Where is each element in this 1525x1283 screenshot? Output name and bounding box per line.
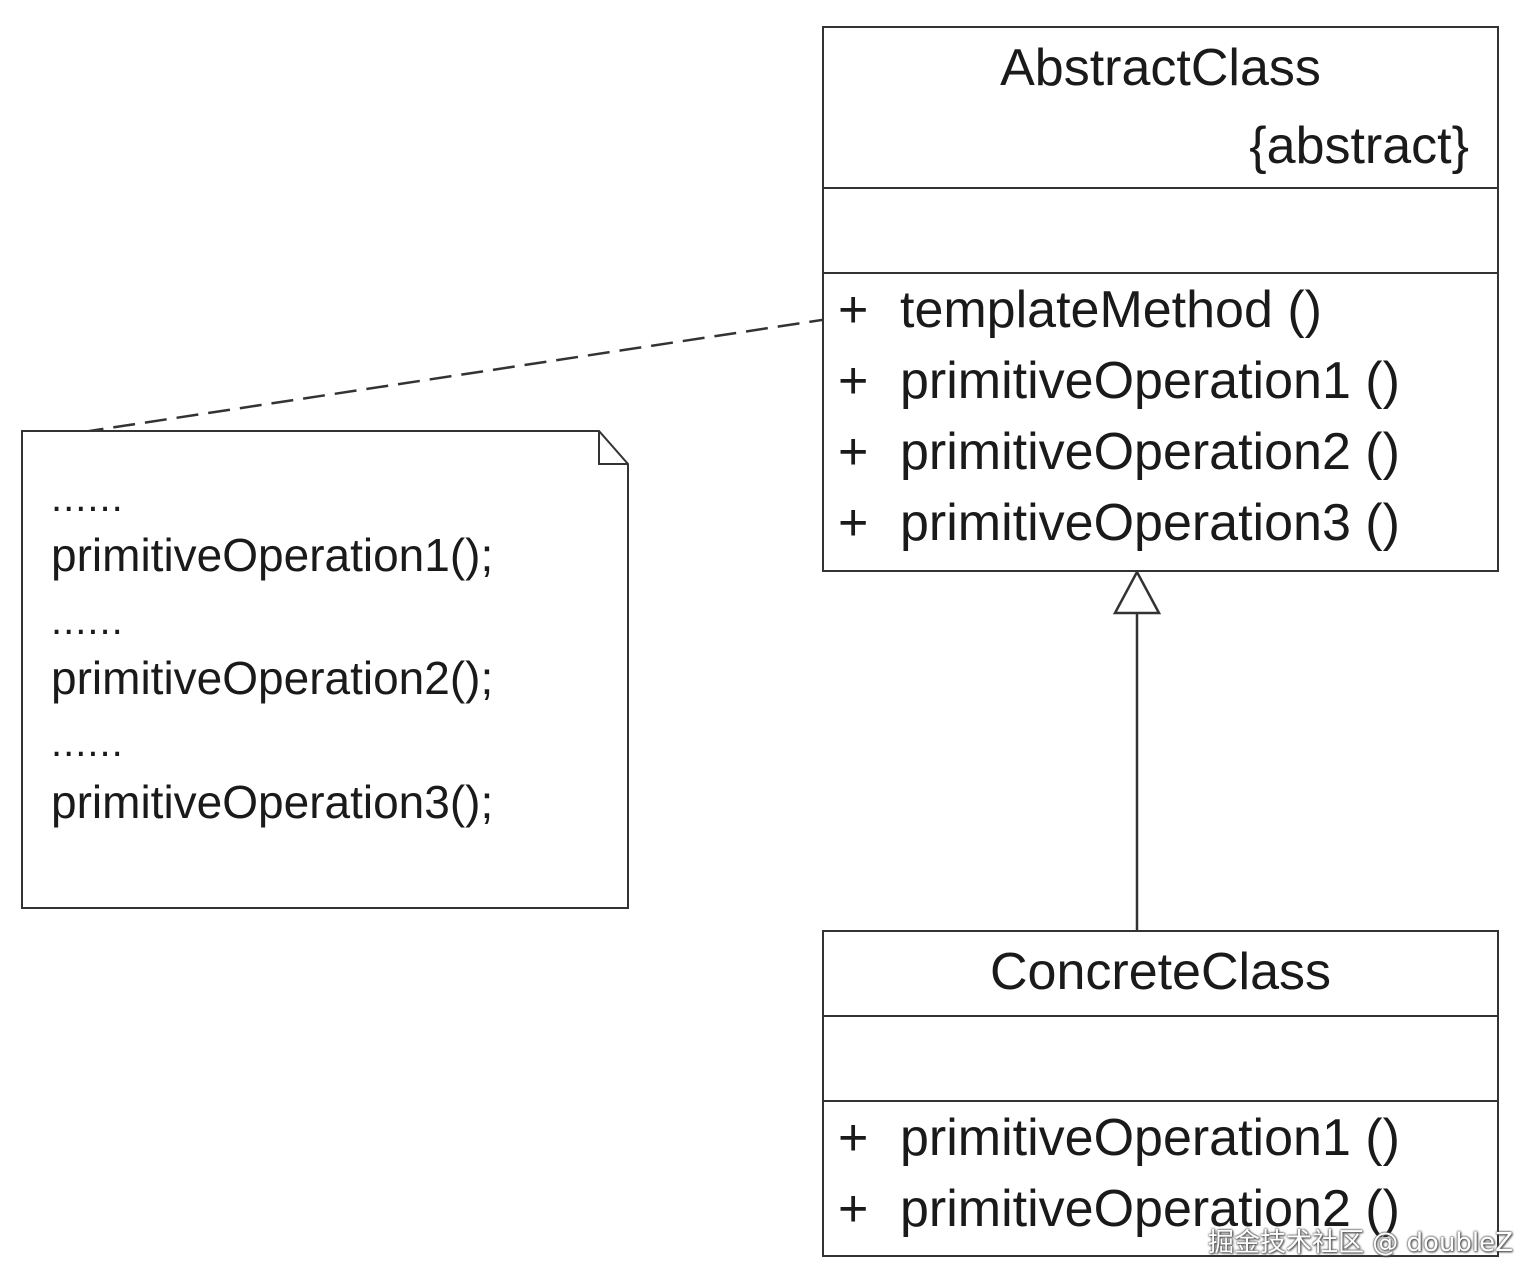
- note-line-3: ......: [51, 599, 124, 643]
- note-box: ...... primitiveOperation1(); ...... pri…: [21, 430, 629, 909]
- concrete-class-attributes-compartment: [824, 1017, 1497, 1102]
- visibility-public: +: [838, 352, 869, 410]
- note-line-1: ......: [51, 476, 124, 520]
- concrete-operation-primitive-2: + primitiveOperation2 (): [838, 1179, 1400, 1239]
- note-line-4: primitiveOperation2();: [51, 652, 494, 704]
- concrete-class-name: ConcreteClass: [989, 943, 1332, 1001]
- operation-template-method: + templateMethod (): [838, 280, 1322, 340]
- abstract-class-operations-compartment: + templateMethod () + primitiveOperation1 …: [824, 274, 1497, 570]
- operation-signature: primitiveOperation3 (): [900, 494, 1400, 552]
- concrete-class-operations-compartment: + primitiveOperation1 () + primitiveOperat…: [824, 1102, 1497, 1255]
- concrete-class-name-compartment: ConcreteClass: [824, 932, 1497, 1017]
- watermark: 掘金技术社区 @ doubleZ: [1208, 1228, 1513, 1258]
- operation-signature: primitiveOperation2 (): [900, 423, 1400, 481]
- concrete-class-box: ConcreteClass + primitiveOperation1 () + p…: [822, 930, 1499, 1257]
- concrete-operation-primitive-1: + primitiveOperation1 (): [838, 1108, 1400, 1168]
- abstract-class-name: AbstractClass: [1000, 39, 1321, 97]
- visibility-public: +: [838, 1109, 869, 1167]
- operation-primitive-1: + primitiveOperation1 (): [838, 351, 1400, 411]
- note-line-5: ......: [51, 721, 124, 765]
- visibility-public: +: [838, 1180, 869, 1238]
- note-anchor-dashed-line: [49, 314, 849, 439]
- note-line-6: primitiveOperation3();: [51, 776, 494, 828]
- abstract-class-name-compartment: AbstractClass {abstract}: [824, 28, 1497, 189]
- operation-signature: templateMethod (): [900, 281, 1322, 339]
- abstract-class-attributes-compartment: [824, 189, 1497, 274]
- note-line-2: primitiveOperation1();: [51, 529, 494, 581]
- operation-signature: primitiveOperation2 (): [900, 1180, 1400, 1238]
- generalization-arrowhead: [1112, 569, 1162, 615]
- operation-primitive-3: + primitiveOperation3 (): [838, 493, 1400, 553]
- operation-signature: primitiveOperation1 (): [900, 1109, 1400, 1167]
- abstract-class-box: AbstractClass {abstract} + templateMethod…: [822, 26, 1499, 572]
- abstract-stereotype: {abstract}: [1249, 117, 1469, 175]
- visibility-public: +: [838, 281, 869, 339]
- visibility-public: +: [838, 423, 869, 481]
- visibility-public: +: [838, 494, 869, 552]
- note-outline: [21, 430, 629, 909]
- operation-signature: primitiveOperation1 (): [900, 352, 1400, 410]
- operation-primitive-2: + primitiveOperation2 (): [838, 422, 1400, 482]
